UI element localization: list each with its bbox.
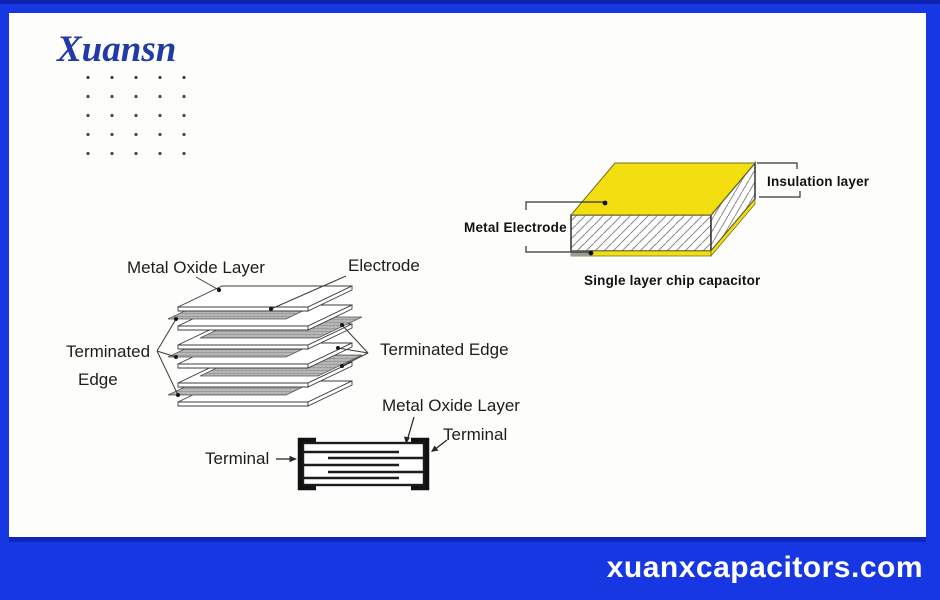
website-url-text: xuanxcapacitors.com — [606, 551, 923, 584]
label-insulation-layer: Insulation layer — [767, 174, 870, 189]
panel-bottom-shadow — [9, 537, 926, 542]
label-terminal-right: Terminal — [443, 425, 508, 444]
label-metal-oxide-layer-bottom: Metal Oxide Layer — [382, 396, 520, 415]
frame-top-strip — [0, 0, 940, 4]
label-terminated-edge-left-line1: Terminated — [66, 342, 151, 361]
label-terminated-edge-left-line2: Edge — [78, 370, 118, 389]
label-metal-oxide-layer-top: Metal Oxide Layer — [127, 258, 265, 277]
label-metal-electrode: Metal Electrode — [464, 220, 567, 235]
label-terminated-edge-right: Terminated Edge — [380, 340, 509, 359]
label-electrode: Electrode — [348, 256, 420, 275]
brand-dot-grid-decoration — [76, 68, 198, 166]
label-terminal-left: Terminal — [205, 449, 270, 468]
chip-caption: Single layer chip capacitor — [584, 273, 761, 288]
brand-logo-text: Xuansn — [57, 29, 177, 70]
